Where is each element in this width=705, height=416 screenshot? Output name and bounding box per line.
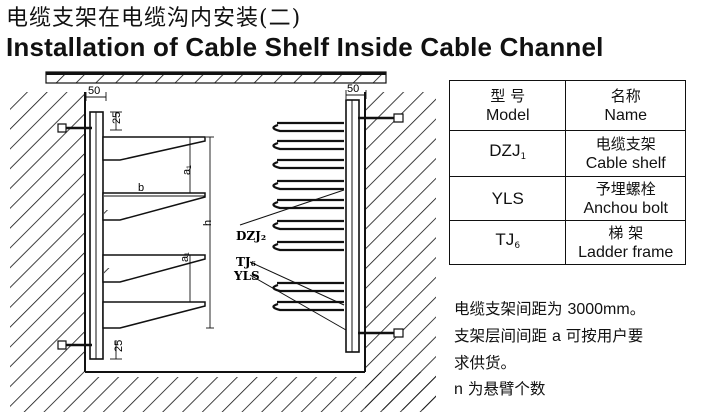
row-name-cn: 电缆支架 (595, 134, 656, 153)
page-title-english: Installation of Cable Shelf Inside Cable… (6, 32, 604, 62)
row-name-cn: 予埋螺栓 (595, 179, 656, 198)
left-cable-shelf (89, 111, 206, 360)
table-row: DZJ1 电缆支架 Cable shelf (448, 130, 686, 177)
header-model: 型 号 Model (448, 80, 567, 131)
right-channel-wall (365, 92, 436, 410)
dim-bottom-gap: 25 (113, 340, 125, 352)
page-title-chinese: 电缆支架在电缆沟内安装(二) (6, 6, 302, 31)
callout-tj: TJ₆ (236, 255, 256, 269)
row-model: TJ (495, 229, 515, 249)
row-model: YLS (491, 189, 524, 208)
channel-floor (10, 372, 436, 412)
row-model-sub: 6 (514, 240, 521, 251)
left-channel-wall (10, 92, 85, 372)
right-anchor-bolt-top (358, 113, 404, 123)
header-name-en: Name (604, 106, 648, 124)
right-anchor-bolt-bottom (358, 328, 404, 338)
header-model-cn: 型 号 (490, 86, 526, 105)
dim-arm-length: b (138, 182, 144, 194)
row-name-en: Ladder frame (578, 243, 674, 261)
row-model-sub: 1 (520, 151, 527, 162)
table-row: TJ6 梯 架 Ladder frame (448, 220, 686, 265)
dim-height: h (202, 220, 214, 226)
row-name-cn: 梯 架 (608, 223, 644, 242)
callout-dzj: DZJ₂ (236, 229, 266, 243)
row-name-en: Cable shelf (585, 154, 666, 172)
dim-top-gap: 25 (111, 112, 123, 124)
installation-notes: 电缆支架间距为 3000mm。 支架层间间距 a 可按用户要 求供货。 n 为悬… (454, 296, 704, 403)
callout-yls: YLS (233, 269, 260, 283)
top-cover-cap (46, 72, 386, 75)
note-line-2: 支架层间间距 a 可按用户要 (454, 327, 644, 345)
row-model: DZJ (489, 140, 521, 160)
left-anchor-bolt-bottom (57, 340, 92, 350)
table-row: YLS 予埋螺栓 Anchou bolt (448, 176, 686, 221)
header-model-en: Model (485, 106, 530, 124)
dim-tier-gap-lower: a₁ (179, 252, 191, 262)
left-anchor-bolt-top (57, 123, 92, 133)
note-line-1: 电缆支架间距为 3000mm。 (454, 300, 646, 318)
table-header-row: 型 号 Model 名称 Name (448, 80, 686, 131)
note-line-3: 求供货。 (454, 354, 517, 372)
dim-tier-gap: a₁ (181, 165, 193, 175)
dim-top-left: 50 (88, 85, 100, 97)
dimension-lines-left (85, 92, 214, 360)
row-name-en: Anchou bolt (583, 199, 668, 217)
header-name: 名称 Name (565, 80, 686, 131)
dim-top-right: 50 (347, 83, 359, 95)
header-name-cn: 名称 (610, 86, 641, 105)
right-cable-shelf (239, 99, 360, 353)
note-line-4: n 为悬臂个数 (454, 380, 546, 398)
component-table: 型 号 Model 名称 Name DZJ1 电缆支架 Cable shelf … (448, 80, 686, 265)
